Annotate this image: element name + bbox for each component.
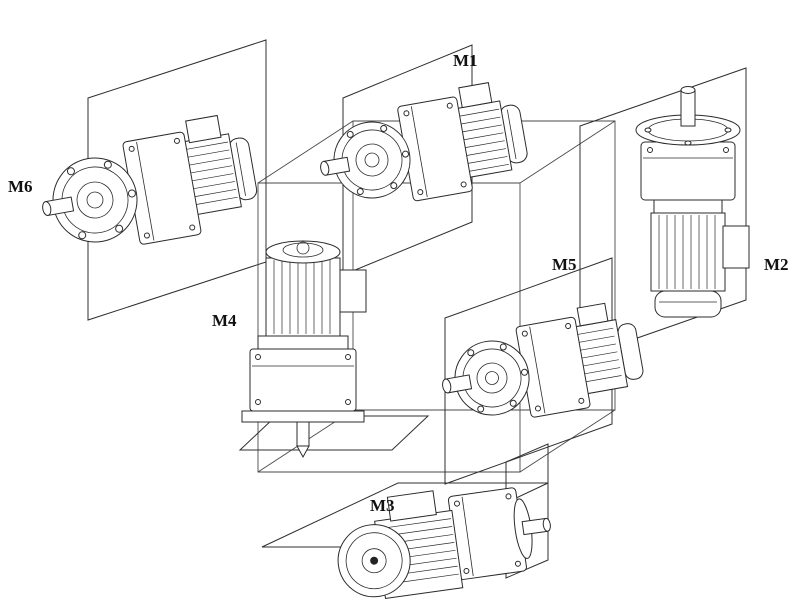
fan-cover-m2 [654, 290, 722, 318]
terminal-box-m1 [458, 82, 493, 109]
label-m6: M6 [8, 177, 33, 196]
mounting-plane-m1 [342, 44, 473, 276]
label-m5: M5 [552, 255, 577, 274]
motor-m1 [320, 44, 528, 276]
mounting-plane-m4 [238, 415, 430, 451]
terminal-box-m4 [339, 269, 367, 313]
labels: M1 M2 M3 M4 M5 M6 [8, 51, 789, 515]
motor-m5 [442, 257, 644, 485]
label-m1: M1 [453, 51, 478, 70]
fan-cover-m4 [265, 240, 341, 264]
output-flange-m4 [241, 410, 365, 423]
output-shaft-m4 [296, 421, 310, 447]
motor-m6 [42, 39, 267, 321]
terminal-box-m3 [386, 490, 437, 522]
terminal-box-m6 [185, 114, 222, 144]
motor-m4 [238, 240, 430, 459]
mounting-plane-m5 [444, 257, 613, 485]
motor-m2 [579, 67, 750, 359]
label-m3: M3 [370, 496, 395, 515]
label-m2: M2 [764, 255, 789, 274]
motor-m3 [261, 443, 551, 600]
terminal-box-m5 [576, 302, 609, 327]
output-shaft-m2 [680, 89, 696, 127]
label-m4: M4 [212, 311, 237, 330]
terminal-box-m2 [722, 225, 750, 269]
